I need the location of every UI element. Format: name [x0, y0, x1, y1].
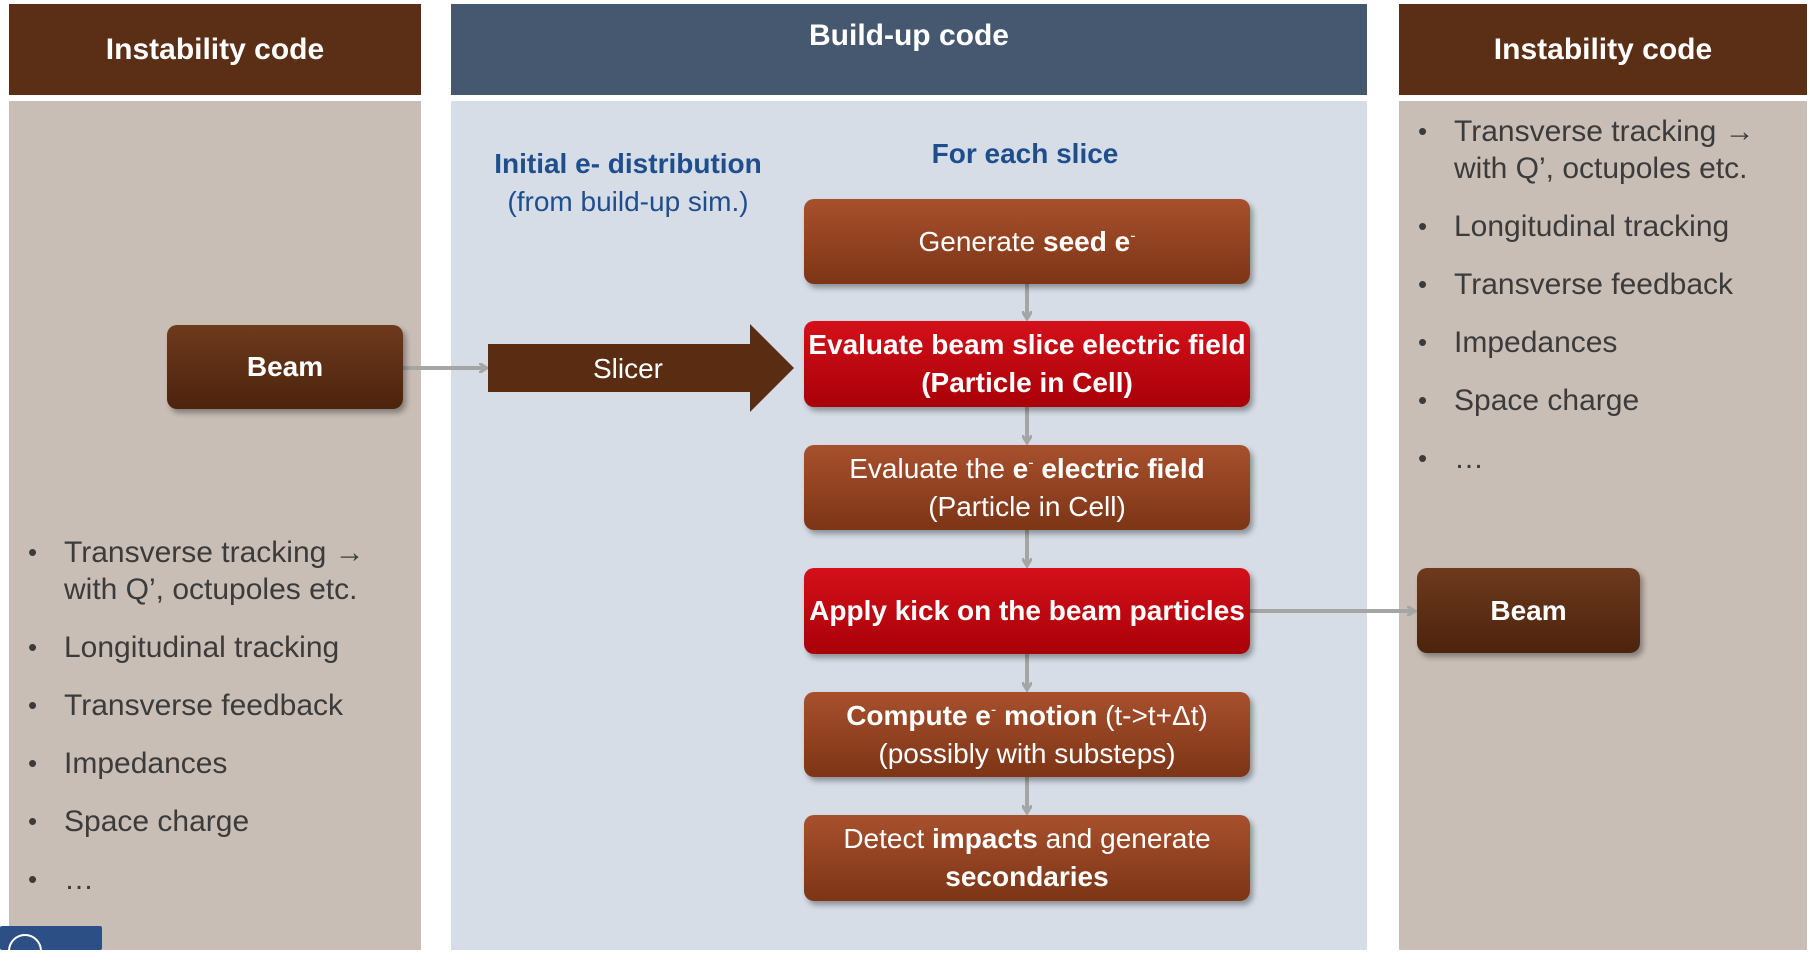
list-item: Impedances	[28, 745, 408, 782]
left-feature-list: Transverse tracking → with Q’, octupoles…	[28, 534, 408, 919]
initial-distribution-title: Initial e- distribution	[494, 148, 762, 179]
left-column-header: Instability code	[9, 4, 421, 95]
slicer-label: Slicer	[592, 353, 663, 384]
step5-line2-text: (possibly with substeps)	[878, 737, 1176, 769]
step6-post-text: and generate	[1037, 823, 1211, 854]
step1-superscript: -	[1130, 227, 1136, 245]
left-beam-box: Beam	[167, 325, 403, 409]
step-evaluate-electron-field: Evaluate the e- electric field (Particle…	[804, 445, 1250, 530]
list-item: Longitudinal tracking	[28, 629, 408, 666]
list-item: Impedances	[1418, 324, 1798, 361]
step-compute-motion: Compute e- motion (t->t+Δt) (possibly wi…	[804, 692, 1250, 777]
step1-bold-text: seed e	[1043, 225, 1131, 257]
step6-line2-text: secondaries	[945, 861, 1109, 892]
step1-text: Generate	[918, 225, 1044, 257]
list-item: Longitudinal tracking	[1418, 208, 1798, 245]
list-item: Transverse tracking → with Q’, octupoles…	[28, 534, 408, 608]
right-column-header: Instability code	[1399, 4, 1807, 95]
step2-text: Evaluate beam slice electric field (Part…	[808, 329, 1246, 398]
step5-post-text: (t->t+Δt)	[1105, 699, 1208, 731]
step-detect-impacts: Detect impacts and generate secondaries	[804, 815, 1250, 901]
right-beam-box: Beam	[1417, 568, 1640, 653]
step5-bold-b: motion	[996, 699, 1098, 731]
step3-text: Evaluate the	[849, 452, 1013, 484]
step3-post-text: (Particle in Cell)	[928, 490, 1126, 522]
step6-pre-text: Detect	[843, 823, 933, 854]
list-item: …	[28, 861, 408, 898]
slicer-arrow-shape	[488, 324, 794, 412]
step5-superscript: -	[990, 701, 997, 719]
list-item: Space charge	[28, 803, 408, 840]
list-item: Transverse tracking → with Q’, octupoles…	[1418, 113, 1798, 187]
step3-bold-a: e	[1012, 452, 1029, 484]
list-item: Space charge	[1418, 382, 1798, 419]
logo	[0, 926, 102, 968]
step-generate-seed: Generate seed e-	[804, 199, 1250, 284]
for-each-slice-label: For each slice	[931, 138, 1119, 169]
right-beam-label: Beam	[1490, 594, 1567, 626]
list-item: Transverse feedback	[28, 687, 408, 724]
step-apply-kick: Apply kick on the beam particles	[804, 568, 1250, 654]
step5-bold-a: Compute e	[846, 699, 991, 731]
list-item: Transverse feedback	[1418, 266, 1798, 303]
list-item: …	[1418, 440, 1798, 477]
step3-superscript: -	[1028, 454, 1034, 472]
initial-distribution-subtitle: (from build-up sim.)	[507, 186, 749, 217]
step6-bold-text: impacts	[932, 823, 1038, 854]
right-feature-list: Transverse tracking → with Q’, octupoles…	[1418, 113, 1798, 498]
left-beam-label: Beam	[246, 351, 324, 382]
middle-column-header: Build-up code	[451, 4, 1367, 95]
step3-bold-b: electric field	[1033, 452, 1205, 484]
step4-text: Apply kick on the beam particles	[809, 595, 1245, 626]
initial-distribution-label: Initial e- distribution (from build-up s…	[478, 145, 778, 221]
step-evaluate-beam-field: Evaluate beam slice electric field (Part…	[804, 321, 1250, 407]
